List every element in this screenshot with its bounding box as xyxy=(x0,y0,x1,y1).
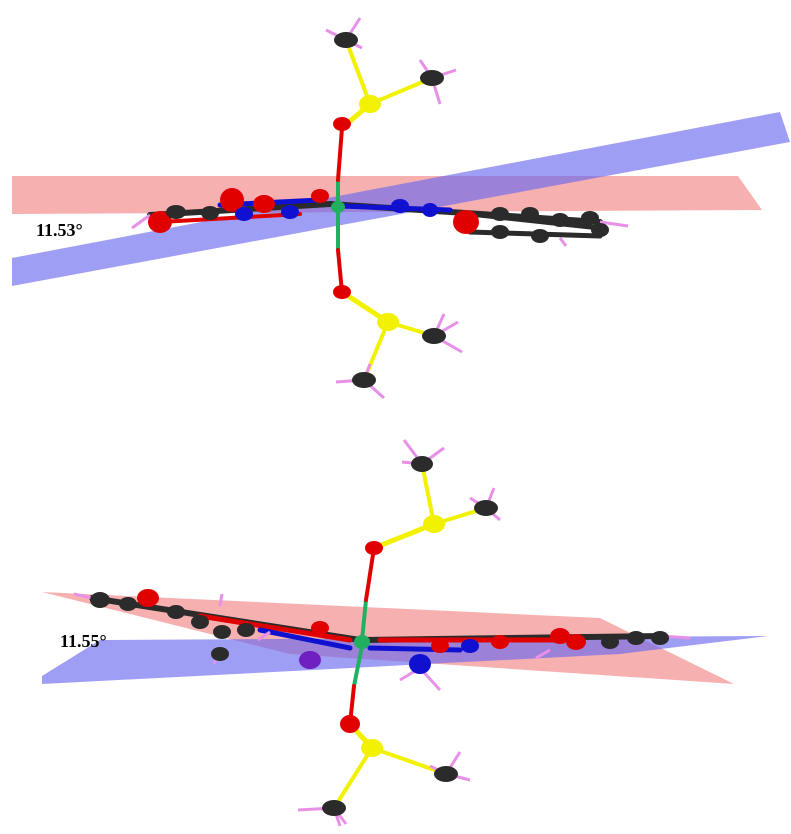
atoms-bottom xyxy=(90,456,669,816)
atoms-top xyxy=(148,32,609,388)
top-panel xyxy=(12,17,790,400)
dihedral-angle-label-top: 11.53° xyxy=(36,220,83,240)
dihedral-angle-label-bottom: 11.55° xyxy=(60,631,107,651)
bottom-panel xyxy=(42,439,768,827)
blue-plane-top xyxy=(12,112,790,286)
